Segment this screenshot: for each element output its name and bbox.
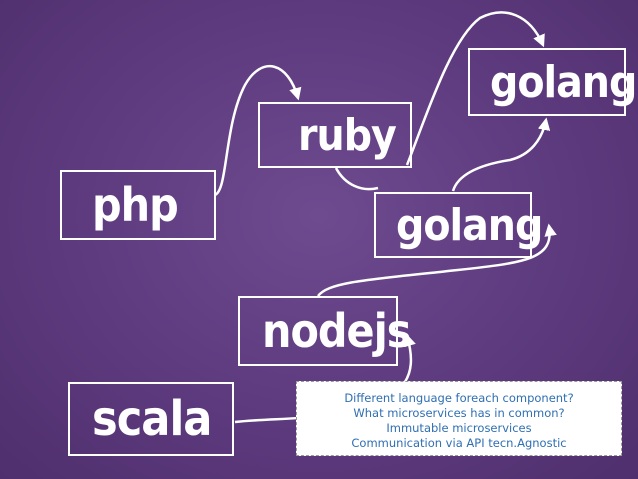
box-golang-mid: golang [374,192,543,258]
box-scala: scala [68,382,234,456]
box-nodejs: nodejs [238,296,411,366]
box-scala-label: scala [92,391,212,447]
arrow-php-to-ruby [214,65,302,197]
note-line-1: Different language foreach component? [344,391,574,405]
box-golang-mid-label: golang [396,199,543,251]
arrow-nodejs-to-golang-mid [317,223,557,297]
box-php-label: php [92,178,179,232]
box-php: php [60,170,216,240]
box-ruby-label: ruby [298,109,397,161]
box-golang-top: golang [468,48,637,116]
box-golang-top-label: golang [490,56,637,108]
arrow-golang-mid-to-golang-top [451,117,551,192]
arrow-ruby-to-golang-top [405,11,545,166]
note-line-4: Communication via API tecn.Agnostic [351,436,567,450]
note-line-2: What microservices has in common? [353,406,565,420]
arrow-ruby-to-golang-mid [334,167,379,191]
note-line-3: Immutable microservices [386,421,532,435]
box-nodejs-label: nodejs [262,304,411,358]
note-box: Different language foreach component? Wh… [296,381,622,456]
box-ruby: ruby [258,102,412,168]
